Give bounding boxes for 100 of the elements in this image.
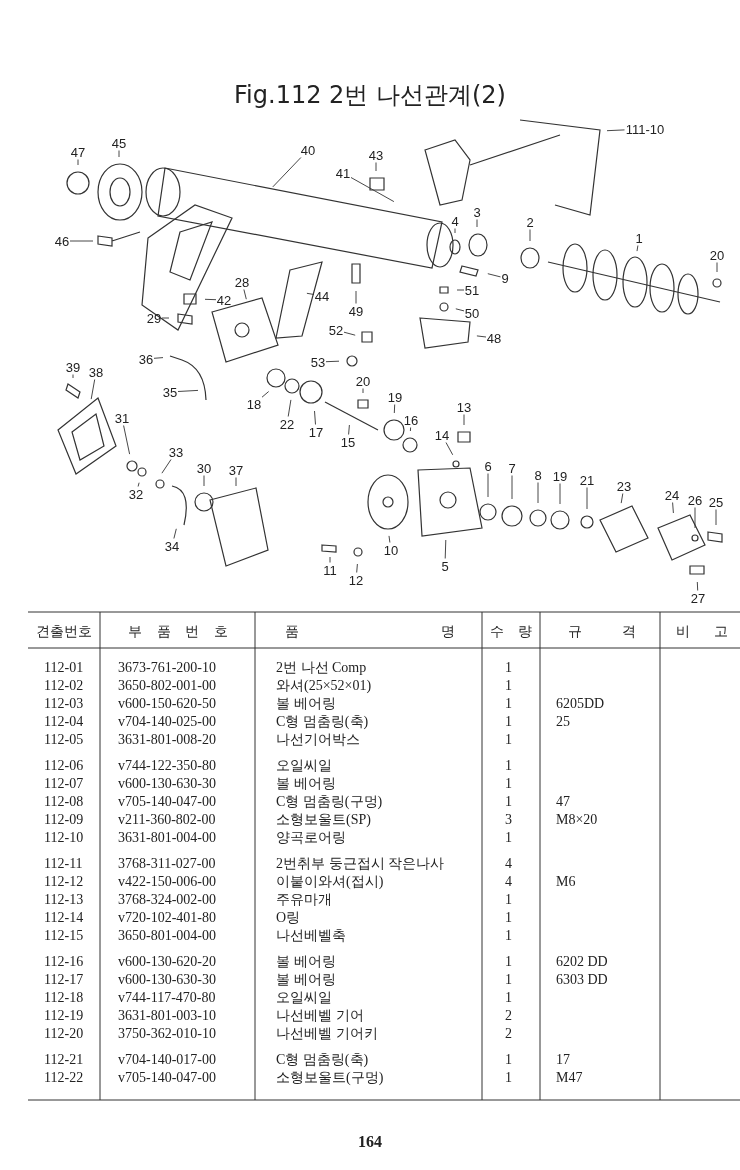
item-number: 112-22: [44, 1071, 84, 1085]
callout-number: 34: [164, 539, 180, 553]
leader-line: [153, 357, 164, 359]
callout-number: 28: [234, 275, 250, 289]
item-number: 112-03: [44, 697, 84, 711]
leader-line: [444, 539, 447, 559]
leader-line: [204, 298, 217, 301]
part-number: v422-150-006-00: [118, 875, 216, 889]
callout-number: 53: [310, 355, 326, 369]
callout-number: 9: [501, 271, 509, 285]
leader-line: [356, 563, 358, 573]
leader-line: [77, 159, 79, 166]
part-name: 양곡로어링: [276, 831, 346, 845]
leader-line: [463, 414, 465, 426]
item-number: 112-09: [44, 813, 84, 827]
specification: 6202 DD: [556, 955, 608, 969]
callout-number: 47: [70, 145, 86, 159]
part-name: 볼 베어링: [276, 955, 336, 969]
part-name: 나선베벨 기어키: [276, 1027, 378, 1041]
callout-number: 48: [486, 331, 502, 345]
item-number: 112-06: [44, 759, 84, 773]
quantity: 4: [505, 875, 512, 889]
leader-line: [487, 473, 489, 498]
leader-line: [161, 459, 172, 474]
leader-line: [118, 150, 120, 158]
item-number: 112-14: [44, 911, 84, 925]
callout-number: 19: [552, 469, 568, 483]
item-number: 112-21: [44, 1053, 84, 1067]
quantity: 2: [505, 1027, 512, 1041]
leader-line: [537, 482, 539, 504]
quantity: 3: [505, 813, 512, 827]
leader-line: [243, 289, 247, 300]
item-number: 112-17: [44, 973, 84, 987]
part-name: 이붙이와셔(접시): [276, 875, 384, 889]
page-number: 164: [358, 1134, 382, 1150]
part-number: v600-130-630-30: [118, 973, 216, 987]
part-number: v704-140-025-00: [118, 715, 216, 729]
part-number: 3768-311-027-00: [118, 857, 216, 871]
quantity: 1: [505, 955, 512, 969]
column-header: 품 명: [285, 624, 455, 638]
quantity: 1: [505, 929, 512, 943]
leader-line: [72, 374, 74, 379]
leader-line: [476, 335, 487, 338]
part-name: 나선베벨 기어: [276, 1009, 364, 1023]
callout-number: 10: [383, 543, 399, 557]
callout-number: 7: [508, 461, 516, 475]
part-number: v744-117-470-80: [118, 991, 216, 1005]
quantity: 1: [505, 733, 512, 747]
quantity: 1: [505, 911, 512, 925]
callout-number: 27: [690, 591, 706, 605]
callout-number: 2: [526, 215, 534, 229]
item-number: 112-16: [44, 955, 84, 969]
callout-number: 24: [664, 488, 680, 502]
callout-number: 19: [387, 390, 403, 404]
leader-line: [306, 292, 315, 295]
column-header: 비 고: [676, 624, 728, 638]
leader-line: [287, 399, 292, 417]
part-number: 3631-801-008-20: [118, 733, 216, 747]
callout-number: 8: [534, 468, 542, 482]
leader-line: [362, 388, 364, 394]
part-name: 2번취부 둥근접시 작은나사: [276, 857, 444, 871]
part-number: v211-360-802-00: [118, 813, 216, 827]
part-name: 주유마개: [276, 893, 332, 907]
quantity: 4: [505, 857, 512, 871]
part-number: v704-140-017-00: [118, 1053, 216, 1067]
item-number: 112-19: [44, 1009, 84, 1023]
specification: 6303 DD: [556, 973, 608, 987]
part-name: 소형보울트(SP): [276, 813, 371, 827]
leader-line: [445, 442, 454, 456]
leader-line: [348, 424, 350, 435]
callout-number: 11: [323, 563, 337, 577]
item-number: 112-01: [44, 661, 84, 675]
part-name: O링: [276, 911, 301, 925]
quantity: 1: [505, 1071, 512, 1085]
callout-number: 42: [216, 293, 232, 307]
leader-line: [716, 262, 718, 273]
specification: 6205DD: [556, 697, 605, 711]
part-number: 3650-801-004-00: [118, 929, 216, 943]
callout-number: 43: [368, 148, 384, 162]
callout-number: 1: [635, 231, 643, 245]
callout-number: 16: [403, 413, 419, 427]
callout-number: 111-10: [625, 122, 665, 136]
callout-number: 20: [709, 248, 725, 262]
item-number: 112-10: [44, 831, 84, 845]
callout-number: 37: [228, 463, 244, 477]
callout-number: 5: [441, 559, 449, 573]
leader-line: [69, 240, 94, 242]
quantity: 1: [505, 991, 512, 1005]
part-name: 와셔(25×52×01): [276, 679, 372, 693]
callout-number: 13: [456, 400, 472, 414]
callout-number: 15: [340, 435, 356, 449]
item-number: 112-20: [44, 1027, 84, 1041]
callout-number: 33: [168, 445, 184, 459]
quantity: 1: [505, 697, 512, 711]
leader-line: [343, 331, 356, 336]
leader-line: [409, 427, 412, 432]
part-name: 오일씨일: [276, 759, 332, 773]
item-number: 112-15: [44, 929, 84, 943]
part-name: C형 멈춤링(축): [276, 715, 369, 729]
callout-number: 12: [348, 573, 364, 587]
